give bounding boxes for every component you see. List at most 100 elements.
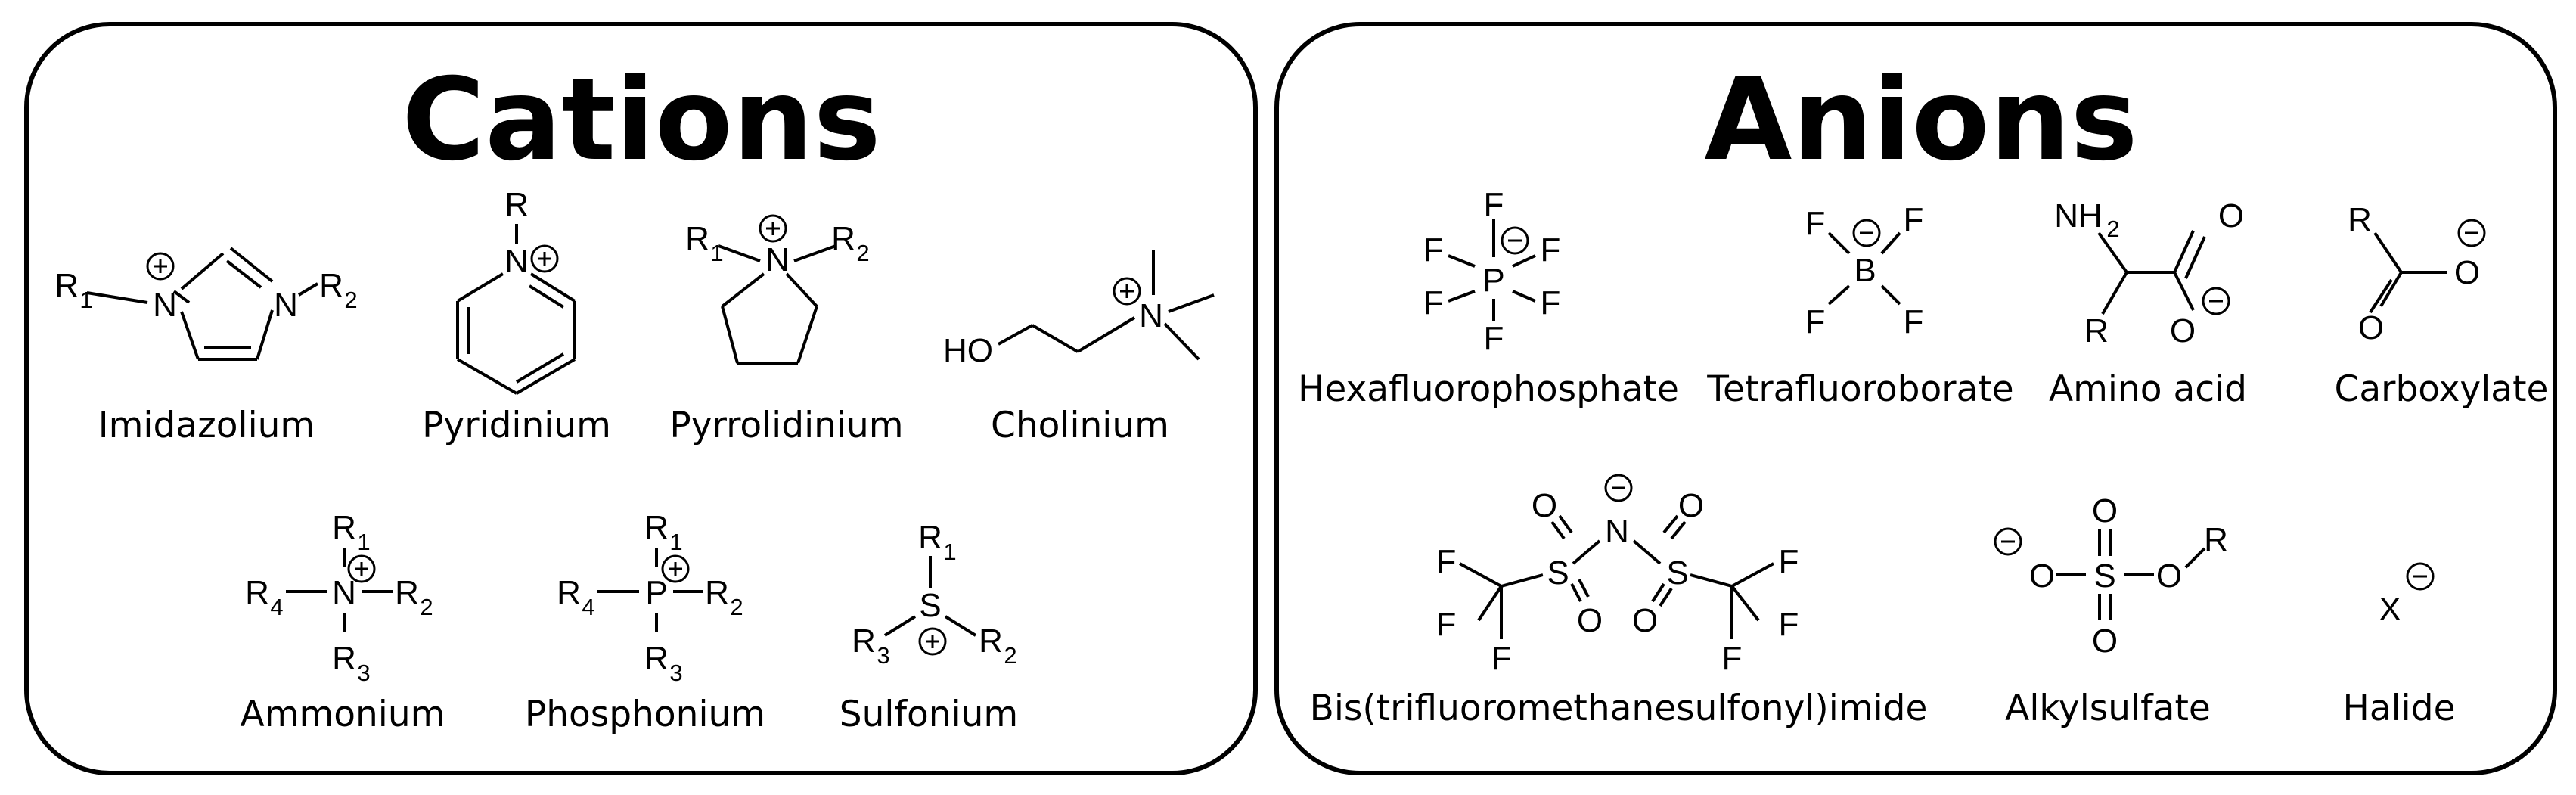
amino-acid-labels: NH 2 O R O: [2054, 197, 2244, 349]
phosphonium-r1-sub: 1: [669, 529, 682, 555]
anions-title: Anions: [1704, 54, 2137, 186]
sulfonium-r1-sub: 1: [943, 539, 956, 565]
alkylsulfate-o-right: O: [2156, 557, 2182, 595]
phosphonium-labels: R 1 P R 2 R 3 R 4: [557, 509, 743, 686]
phosphonium-r4: R: [557, 574, 581, 611]
halide-labels: X: [2379, 562, 2435, 628]
cholinium-label: Cholinium: [991, 405, 1169, 446]
hexafluorophosphate-f-top: F: [1484, 186, 1504, 223]
pyrrolidinium-r1-sub: 1: [710, 240, 723, 266]
amino-acid-r: R: [2084, 312, 2109, 349]
ammonium-r2-sub: 2: [420, 594, 433, 620]
tfsi-s-left: S: [1547, 554, 1569, 592]
carboxylate-r: R: [2348, 201, 2372, 238]
anions-panel-frame: [1274, 22, 2557, 775]
tetrafluoroborate-f-lower-left: F: [1805, 303, 1826, 340]
ammonium-r3-sub: 3: [357, 660, 370, 686]
alkylsulfate-o-bottom: O: [2092, 623, 2118, 660]
carboxylate-o-single: O: [2454, 254, 2480, 291]
tfsi-n: N: [1605, 513, 1629, 550]
imidazolium-n2: N: [274, 287, 298, 324]
hexafluorophosphate-f-upper-right: F: [1541, 231, 1561, 269]
tfsi-structure: [1459, 514, 1774, 639]
carboxylate-labels: R O O: [2348, 201, 2486, 346]
alkylsulfate-structure: [2056, 529, 2206, 620]
halide-label: Halide: [2342, 688, 2455, 729]
cholinium-ho: HO: [943, 332, 993, 369]
imidazolium-r2-sub: 2: [344, 287, 357, 313]
tfsi-f-2: F: [1436, 606, 1457, 643]
pyrrolidinium-n: N: [765, 241, 790, 278]
imidazolium-n1: N: [153, 287, 177, 324]
tetrafluoroborate-f-upper-right: F: [1904, 201, 1924, 238]
amino-acid-nh: NH: [2054, 197, 2103, 234]
tetrafluoroborate-f-upper-left: F: [1805, 205, 1826, 242]
tfsi-f-5: F: [1779, 606, 1799, 643]
sulfonium-s: S: [919, 587, 941, 624]
hexafluorophosphate-f-lower-right: F: [1541, 284, 1561, 321]
phosphonium-r3: R: [644, 640, 669, 677]
sulfonium-label: Sulfonium: [840, 694, 1018, 735]
ammonium-structure: [286, 548, 393, 632]
amino-acid-o-double: O: [2218, 197, 2244, 234]
phosphonium-r1: R: [644, 509, 669, 546]
ammonium-r1-sub: 1: [357, 529, 370, 555]
amino-acid-nh-sub: 2: [2106, 216, 2119, 242]
cations-panel-frame: [24, 22, 1258, 775]
sulfonium-r2: R: [979, 623, 1003, 660]
ammonium-r1: R: [332, 509, 356, 546]
amino-acid-label: Amino acid: [2049, 368, 2247, 410]
hexafluorophosphate-p: P: [1482, 262, 1504, 299]
carboxylate-o-double: O: [2358, 309, 2384, 346]
cholinium-n: N: [1139, 297, 1163, 334]
tfsi-f-4: F: [1779, 543, 1799, 580]
anions-panel: Anions F P F F F F F Hexafluorophosphate: [1274, 22, 2557, 775]
pyridinium-structure: [456, 224, 576, 395]
sulfonium-r2-sub: 2: [1004, 642, 1016, 669]
cations-panel: Cations R 1 N N R 2 Imidazolium: [24, 22, 1258, 775]
ammonium-labels: R 1 N R 2 R 3 R 4: [245, 509, 433, 686]
tfsi-f-6: F: [1722, 640, 1743, 677]
hexafluorophosphate-label: Hexafluorophosphate: [1298, 368, 1679, 410]
sulfonium-r3-sub: 3: [877, 642, 889, 669]
cholinium-structure: [998, 250, 1215, 361]
cholinium-labels: HO N: [943, 277, 1163, 369]
hexafluorophosphate-labels: F P F F F F F: [1423, 186, 1561, 357]
phosphonium-r2-sub: 2: [730, 594, 743, 620]
ammonium-r4: R: [245, 574, 269, 611]
pyridinium-r: R: [504, 186, 529, 223]
ammonium-r2: R: [395, 574, 419, 611]
alkylsulfate-o-top: O: [2092, 492, 2118, 529]
alkylsulfate-s: S: [2093, 557, 2115, 595]
sulfonium-r1: R: [918, 519, 942, 556]
tfsi-o-3: O: [1678, 487, 1704, 524]
pyridinium-labels: R N: [504, 186, 559, 280]
tfsi-label: Bis(trifluoromethanesulfonyl)imide: [1310, 688, 1928, 729]
phosphonium-center: P: [645, 574, 667, 611]
pyrrolidinium-label: Pyrrolidinium: [669, 405, 903, 446]
ammonium-label: Ammonium: [241, 694, 445, 735]
imidazolium-r1-sub: 1: [79, 287, 92, 313]
imidazolium-label: Imidazolium: [98, 405, 315, 446]
alkylsulfate-label: Alkylsulfate: [2005, 688, 2211, 729]
tfsi-o-2: O: [1577, 602, 1603, 639]
pyrrolidinium-r1: R: [685, 220, 709, 257]
imidazolium-labels: R 1 N N R 2: [54, 252, 358, 324]
pyridinium-label: Pyridinium: [422, 405, 611, 446]
pyrrolidinium-r2: R: [831, 220, 855, 257]
pyrrolidinium-labels: R 1 N R 2: [685, 214, 870, 278]
tfsi-f-1: F: [1436, 543, 1457, 580]
alkylsulfate-labels: O S O O O R: [1994, 492, 2228, 660]
ammonium-r3: R: [332, 640, 356, 677]
cations-title: Cations: [402, 54, 881, 186]
carboxylate-label: Carboxylate: [2335, 368, 2549, 410]
tfsi-o-4: O: [1632, 602, 1658, 639]
ammonium-r4-sub: 4: [270, 594, 283, 620]
imidazolium-r1: R: [54, 267, 79, 304]
phosphonium-r2: R: [705, 574, 729, 611]
tfsi-s-right: S: [1666, 554, 1688, 592]
pyridinium-n: N: [504, 243, 529, 280]
imidazolium-r2: R: [319, 267, 343, 304]
hexafluorophosphate-structure: [1448, 219, 1536, 321]
